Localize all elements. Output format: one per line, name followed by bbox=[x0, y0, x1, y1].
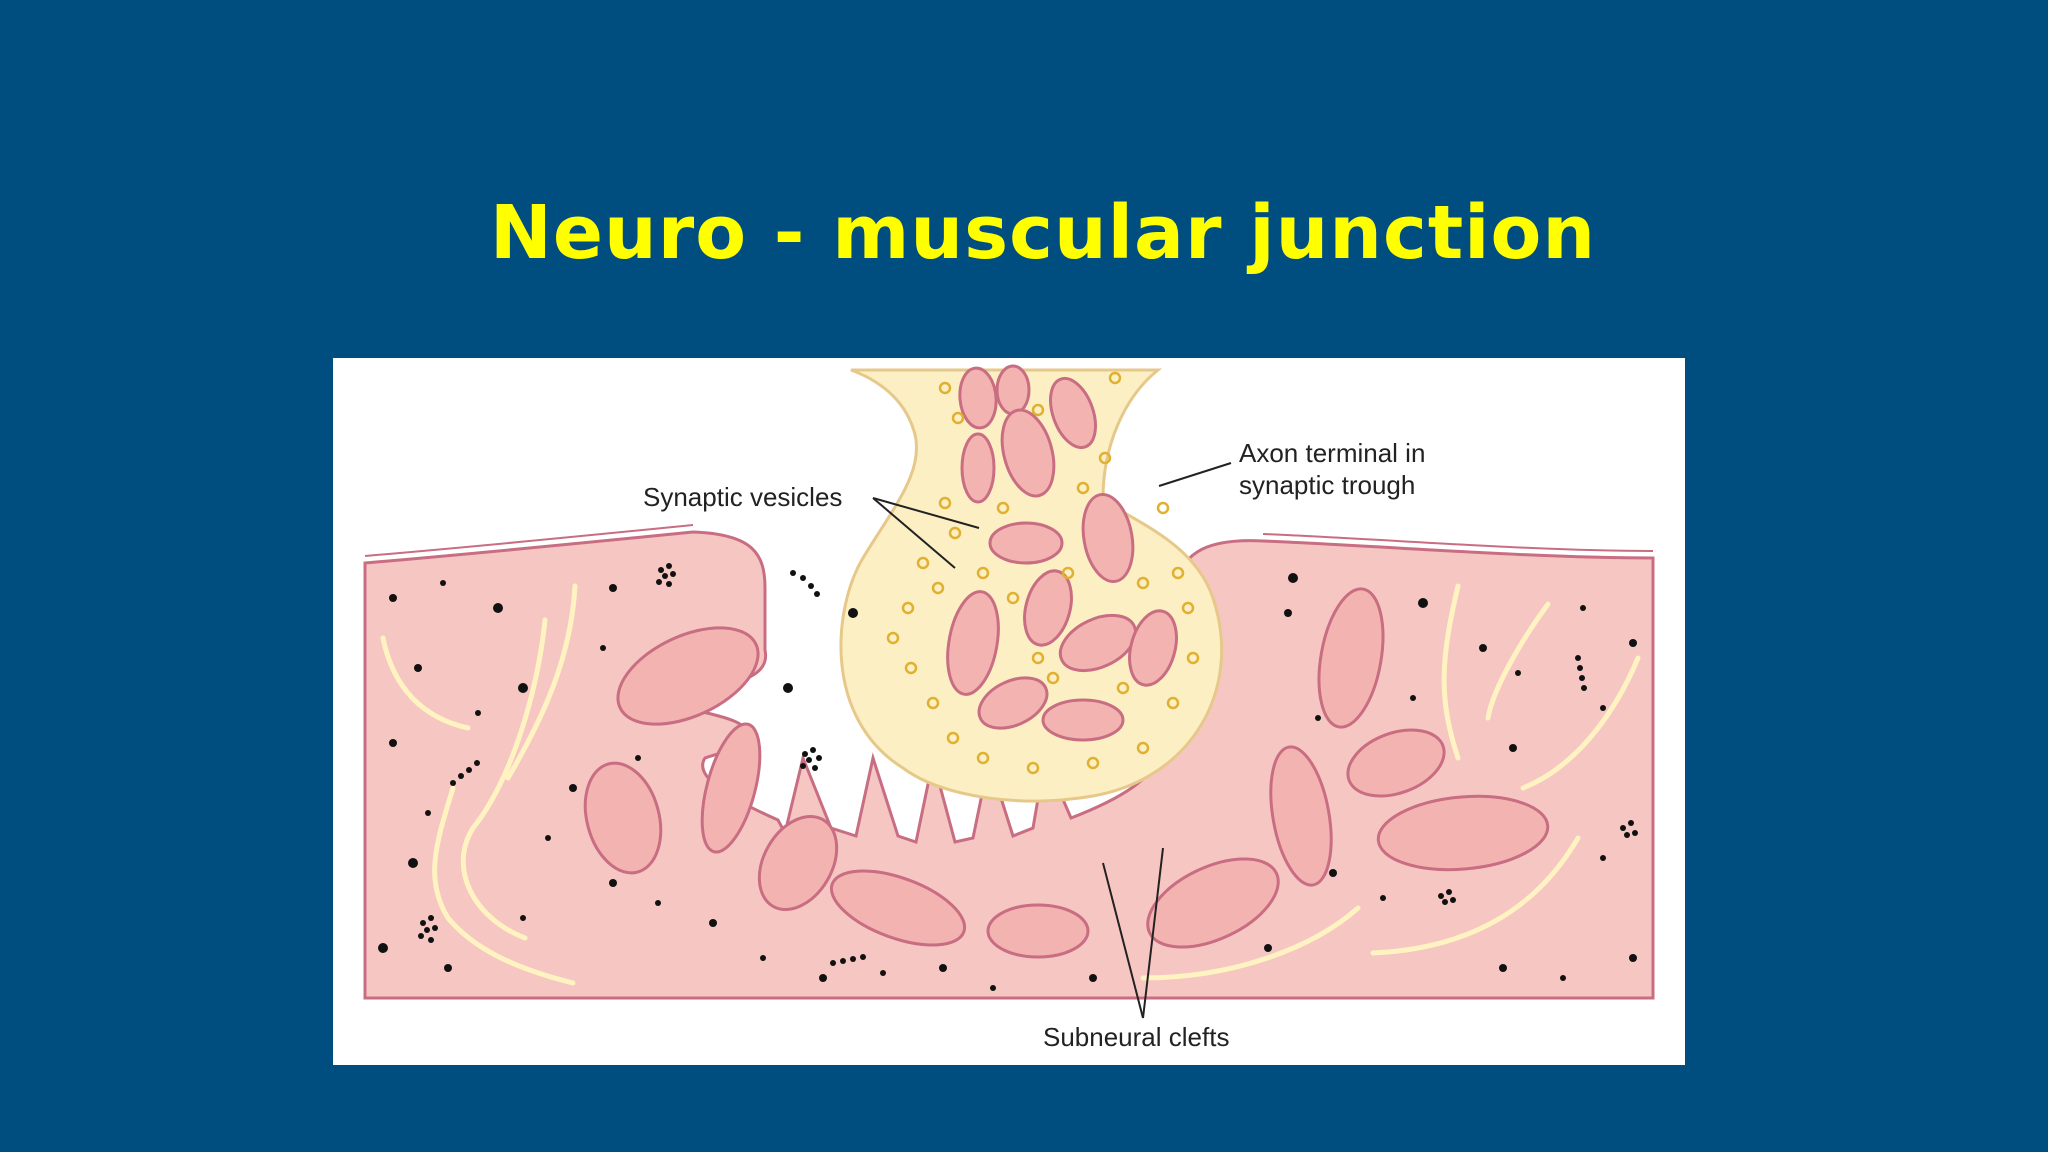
slide-title: Neuro - muscular junction bbox=[489, 190, 1597, 276]
label-subneural-clefts: Subneural clefts bbox=[1043, 1022, 1229, 1052]
label-axon-terminal-line1: Axon terminal in bbox=[1239, 438, 1425, 468]
label-axon-terminal-line2: synaptic trough bbox=[1239, 470, 1415, 500]
glycogen-granules bbox=[378, 573, 1637, 991]
synaptic-vesicle-cluster bbox=[886, 371, 1200, 775]
axon-mitochondria bbox=[946, 364, 1178, 742]
leader-lines bbox=[872, 462, 1232, 1019]
granule-clusters bbox=[418, 563, 1638, 966]
sarcolemma-right bbox=[1262, 533, 1654, 552]
label-synaptic-vesicles: Synaptic vesicles bbox=[643, 482, 842, 512]
muscle-fibrils bbox=[380, 583, 1641, 986]
sarcolemma-left bbox=[364, 524, 694, 557]
nmj-diagram: Synaptic vesicles Axon terminal in synap… bbox=[333, 358, 1685, 1065]
nmj-illustration: Synaptic vesicles Axon terminal in synap… bbox=[363, 364, 1655, 1052]
muscle-mitochondria bbox=[583, 587, 1550, 959]
